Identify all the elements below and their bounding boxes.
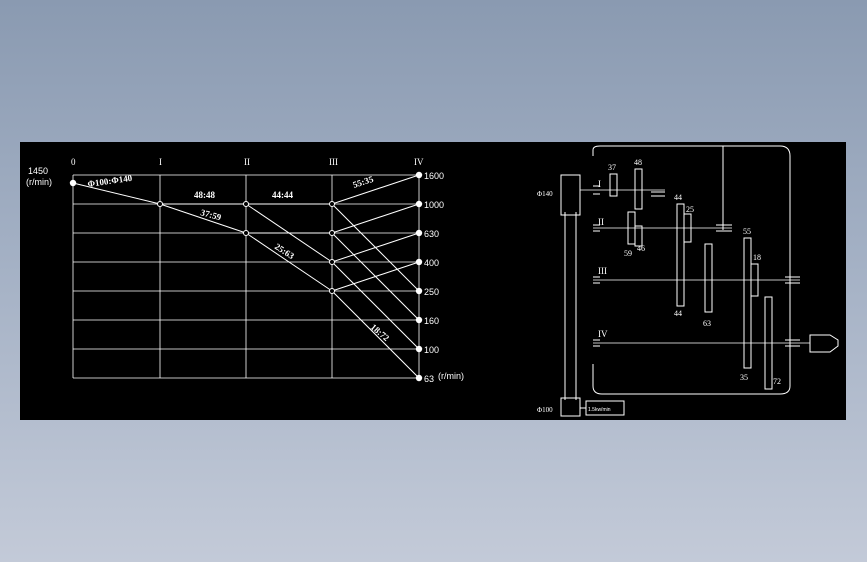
gear-46 [634,225,643,247]
output-speed-630: 630 [424,229,439,239]
gear-shaft-label-III: III [598,266,607,276]
node-out-1000 [415,200,423,208]
ratio-37-59: 37:59 [199,207,222,222]
node-3c [329,259,335,265]
teeth-37: 37 [608,163,616,172]
node-2a [243,201,249,207]
shaft-label-4: IV [414,157,424,167]
path-18-72-a [331,203,420,292]
pulley-small [560,397,581,417]
teeth-35: 35 [740,373,748,382]
teeth-44-bottom: 44 [674,309,682,318]
gear-diagram: 1.5kw/min Φ140 Φ100 I II III IV [537,145,839,417]
output-speed-1000: 1000 [424,200,444,210]
node-out-630 [415,229,423,237]
gear-48 [634,168,643,210]
teeth-44-top: 44 [674,193,682,202]
gearbox-housing [592,145,791,395]
node-input [69,179,77,187]
pulley-large [560,174,581,216]
output-speed-100: 100 [424,345,439,355]
node-3d [329,288,335,294]
teeth-55: 55 [743,227,751,236]
gear-shaft-label-I: I [598,179,601,189]
path-18-72-b [331,232,420,321]
node-out-400 [415,258,423,266]
teeth-25: 25 [686,205,694,214]
gear-18 [750,263,759,297]
node-out-250 [415,287,423,295]
gear-44-shaft3 [676,203,685,307]
gear-55 [743,237,752,369]
shaft-label-0: 0 [71,157,76,167]
gear-63 [704,243,713,313]
gear-shaft-label-II: II [598,217,604,227]
output-speed-250: 250 [424,287,439,297]
path-25-63-b [245,232,333,292]
teeth-72: 72 [773,377,781,386]
node-out-1600 [415,171,423,179]
teeth-18: 18 [753,253,761,262]
teeth-48: 48 [634,158,642,167]
gear-shaft-label-IV: IV [598,329,608,339]
node-out-160 [415,316,423,324]
teeth-63: 63 [703,319,711,328]
path-pulley [72,182,161,205]
ratio-48-48: 48:48 [194,190,215,200]
pulley-top-label: Φ140 [537,190,553,198]
gear-25 [683,213,692,243]
input-speed-label: 1450 [28,166,48,176]
path-55-35-a [331,174,420,205]
shaft-label-2: II [244,157,250,167]
teeth-59: 59 [624,249,632,258]
output-speed-63: 63 [424,374,434,384]
pulley-bottom-label: Φ100 [537,406,553,414]
path-55-35-b [331,203,420,234]
ratio-55-35: 55:35 [352,174,376,190]
shaft-label-1: I [159,157,162,167]
ratio-25-63: 25:63 [273,241,296,261]
path-18-72-c [331,261,420,350]
gear-72 [764,296,773,390]
path-37-59 [159,203,247,234]
output-speed-400: 400 [424,258,439,268]
path-25-63-a [245,203,333,263]
input-unit-label: (r/min) [26,177,52,187]
node-out-63 [415,374,423,382]
path-18-72-d [331,290,420,379]
speed-chart: 1450 (r/min) 0 I II III IV 1600 1000 630… [26,157,464,384]
ratio-44-44: 44:44 [272,190,293,200]
ratio-18-72: 18:72 [369,322,392,343]
node-2b [243,230,249,236]
output-unit-label: (r/min) [438,371,464,381]
gear-37 [609,173,618,197]
drawing-canvas: 1450 (r/min) 0 I II III IV 1600 1000 630… [20,142,846,420]
spindle-nose [809,334,839,353]
node-3a [329,201,335,207]
node-1 [157,201,163,207]
output-speed-160: 160 [424,316,439,326]
cad-drawing: 1450 (r/min) 0 I II III IV 1600 1000 630… [26,145,839,417]
teeth-46: 46 [637,244,645,253]
node-3b [329,230,335,236]
node-out-100 [415,345,423,353]
shaft-label-3: III [329,157,338,167]
motor-label: 1.5kw/min [588,407,611,413]
output-speed-1600: 1600 [424,171,444,181]
